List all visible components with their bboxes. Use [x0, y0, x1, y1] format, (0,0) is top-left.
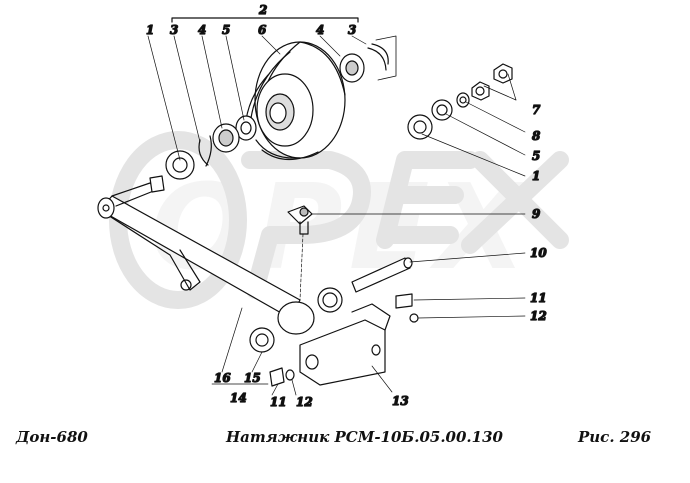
label-14: 14: [230, 391, 247, 405]
label-15: 15: [244, 371, 261, 385]
diagram-title: Натяжник РСМ-10Б.05.00.130: [226, 428, 503, 446]
label-4-right: 4: [316, 23, 324, 37]
label-16: 16: [214, 371, 231, 385]
label-9: 9: [532, 207, 541, 221]
washer-5-right: [431, 99, 453, 121]
bracket-13: [299, 303, 391, 386]
label-1-right: 1: [532, 169, 540, 183]
grease-fitting-9: [287, 205, 313, 301]
nut-7b: [493, 63, 513, 84]
label-10: 10: [530, 246, 547, 260]
washer-12-right: [409, 313, 419, 323]
washer-12-bottom: [285, 369, 295, 381]
bolt-11-right: [395, 293, 413, 309]
bearing-stack-left: [165, 115, 257, 180]
label-3-right: 3: [348, 23, 356, 37]
label-13: 13: [392, 394, 409, 408]
pin-10: [351, 257, 413, 293]
label-8: 8: [532, 129, 541, 143]
hub-bushing: [249, 287, 343, 353]
figure-number: Рис. 296: [578, 428, 652, 446]
label-6: 6: [258, 23, 267, 37]
label-12-bottom: 12: [296, 395, 313, 409]
pulley-6: [245, 41, 346, 161]
label-2: 2: [258, 3, 267, 17]
label-5-right: 5: [532, 149, 540, 163]
leader-lines: [147, 35, 526, 396]
bearing-stack-right: [339, 35, 397, 83]
label-1-left: 1: [146, 23, 154, 37]
washer-1-right: [407, 114, 433, 140]
label-3-left: 3: [170, 23, 178, 37]
bolt-11-bottom: [269, 367, 285, 387]
label-12-right: 12: [530, 309, 547, 323]
nut-7a: [471, 81, 490, 101]
label-11-bottom: 11: [270, 395, 287, 409]
model-caption: Дон-680: [16, 428, 88, 446]
label-4-left: 4: [198, 23, 206, 37]
washer-8: [456, 92, 470, 108]
label-11-right: 11: [530, 291, 547, 305]
label-7: 7: [532, 103, 541, 117]
label-5-left: 5: [222, 23, 230, 37]
bracket-2: [171, 17, 359, 23]
